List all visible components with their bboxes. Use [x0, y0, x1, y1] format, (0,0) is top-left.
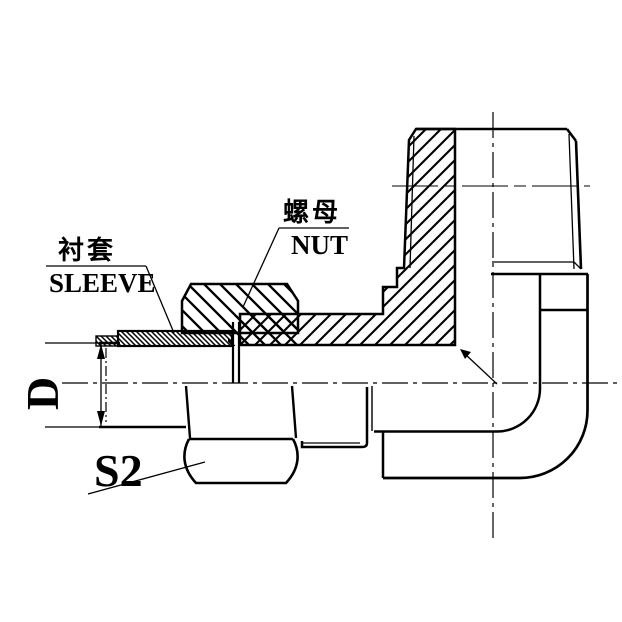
nut-section-hatch: [180, 282, 300, 335]
male-thread-outline: [409, 127, 588, 276]
sleeve-tail-strip: [95, 335, 119, 347]
nut-label-en: NUT: [291, 230, 348, 260]
chamfer-arrow-head: [460, 349, 471, 359]
dimension-arrow-up: [97, 344, 105, 359]
nut-label-cn: 螺母: [283, 197, 341, 227]
nut-hex-bottom: [183, 385, 299, 485]
thread-right-minor-line: [568, 133, 575, 270]
body-hex-bottom: [300, 386, 373, 449]
nut-right-face: [290, 385, 298, 439]
body-hex-outline: [300, 387, 369, 449]
thread-runout-line: [492, 261, 582, 270]
sleeve-label-cn: 衬套: [58, 235, 116, 265]
elbow-outline: [374, 274, 589, 480]
thread-left-minor-line: [409, 135, 415, 269]
sleeve-label-en: SLEEVE: [49, 268, 156, 298]
chamfer-arrow-line: [464, 353, 498, 385]
chamfer-arrow: [460, 349, 498, 385]
elbow-outer-curve: [383, 410, 589, 480]
dimension-d: [97, 343, 105, 427]
wrench-size-label: S2: [94, 445, 143, 496]
thread-top-right-chamfer: [565, 128, 578, 142]
thread-right-outer-edge: [574, 140, 583, 270]
leader-lines: [46, 227, 349, 495]
sleeve-leader: [145, 265, 175, 334]
nut-barrel-outline: [183, 438, 299, 485]
tube-diameter-label: D: [17, 377, 68, 410]
elbow-inner-curve: [374, 388, 542, 433]
s2-leader: [87, 461, 206, 495]
dimension-arrow-down: [97, 411, 105, 426]
nut-left-face: [184, 385, 192, 439]
nut-leader: [242, 227, 280, 308]
